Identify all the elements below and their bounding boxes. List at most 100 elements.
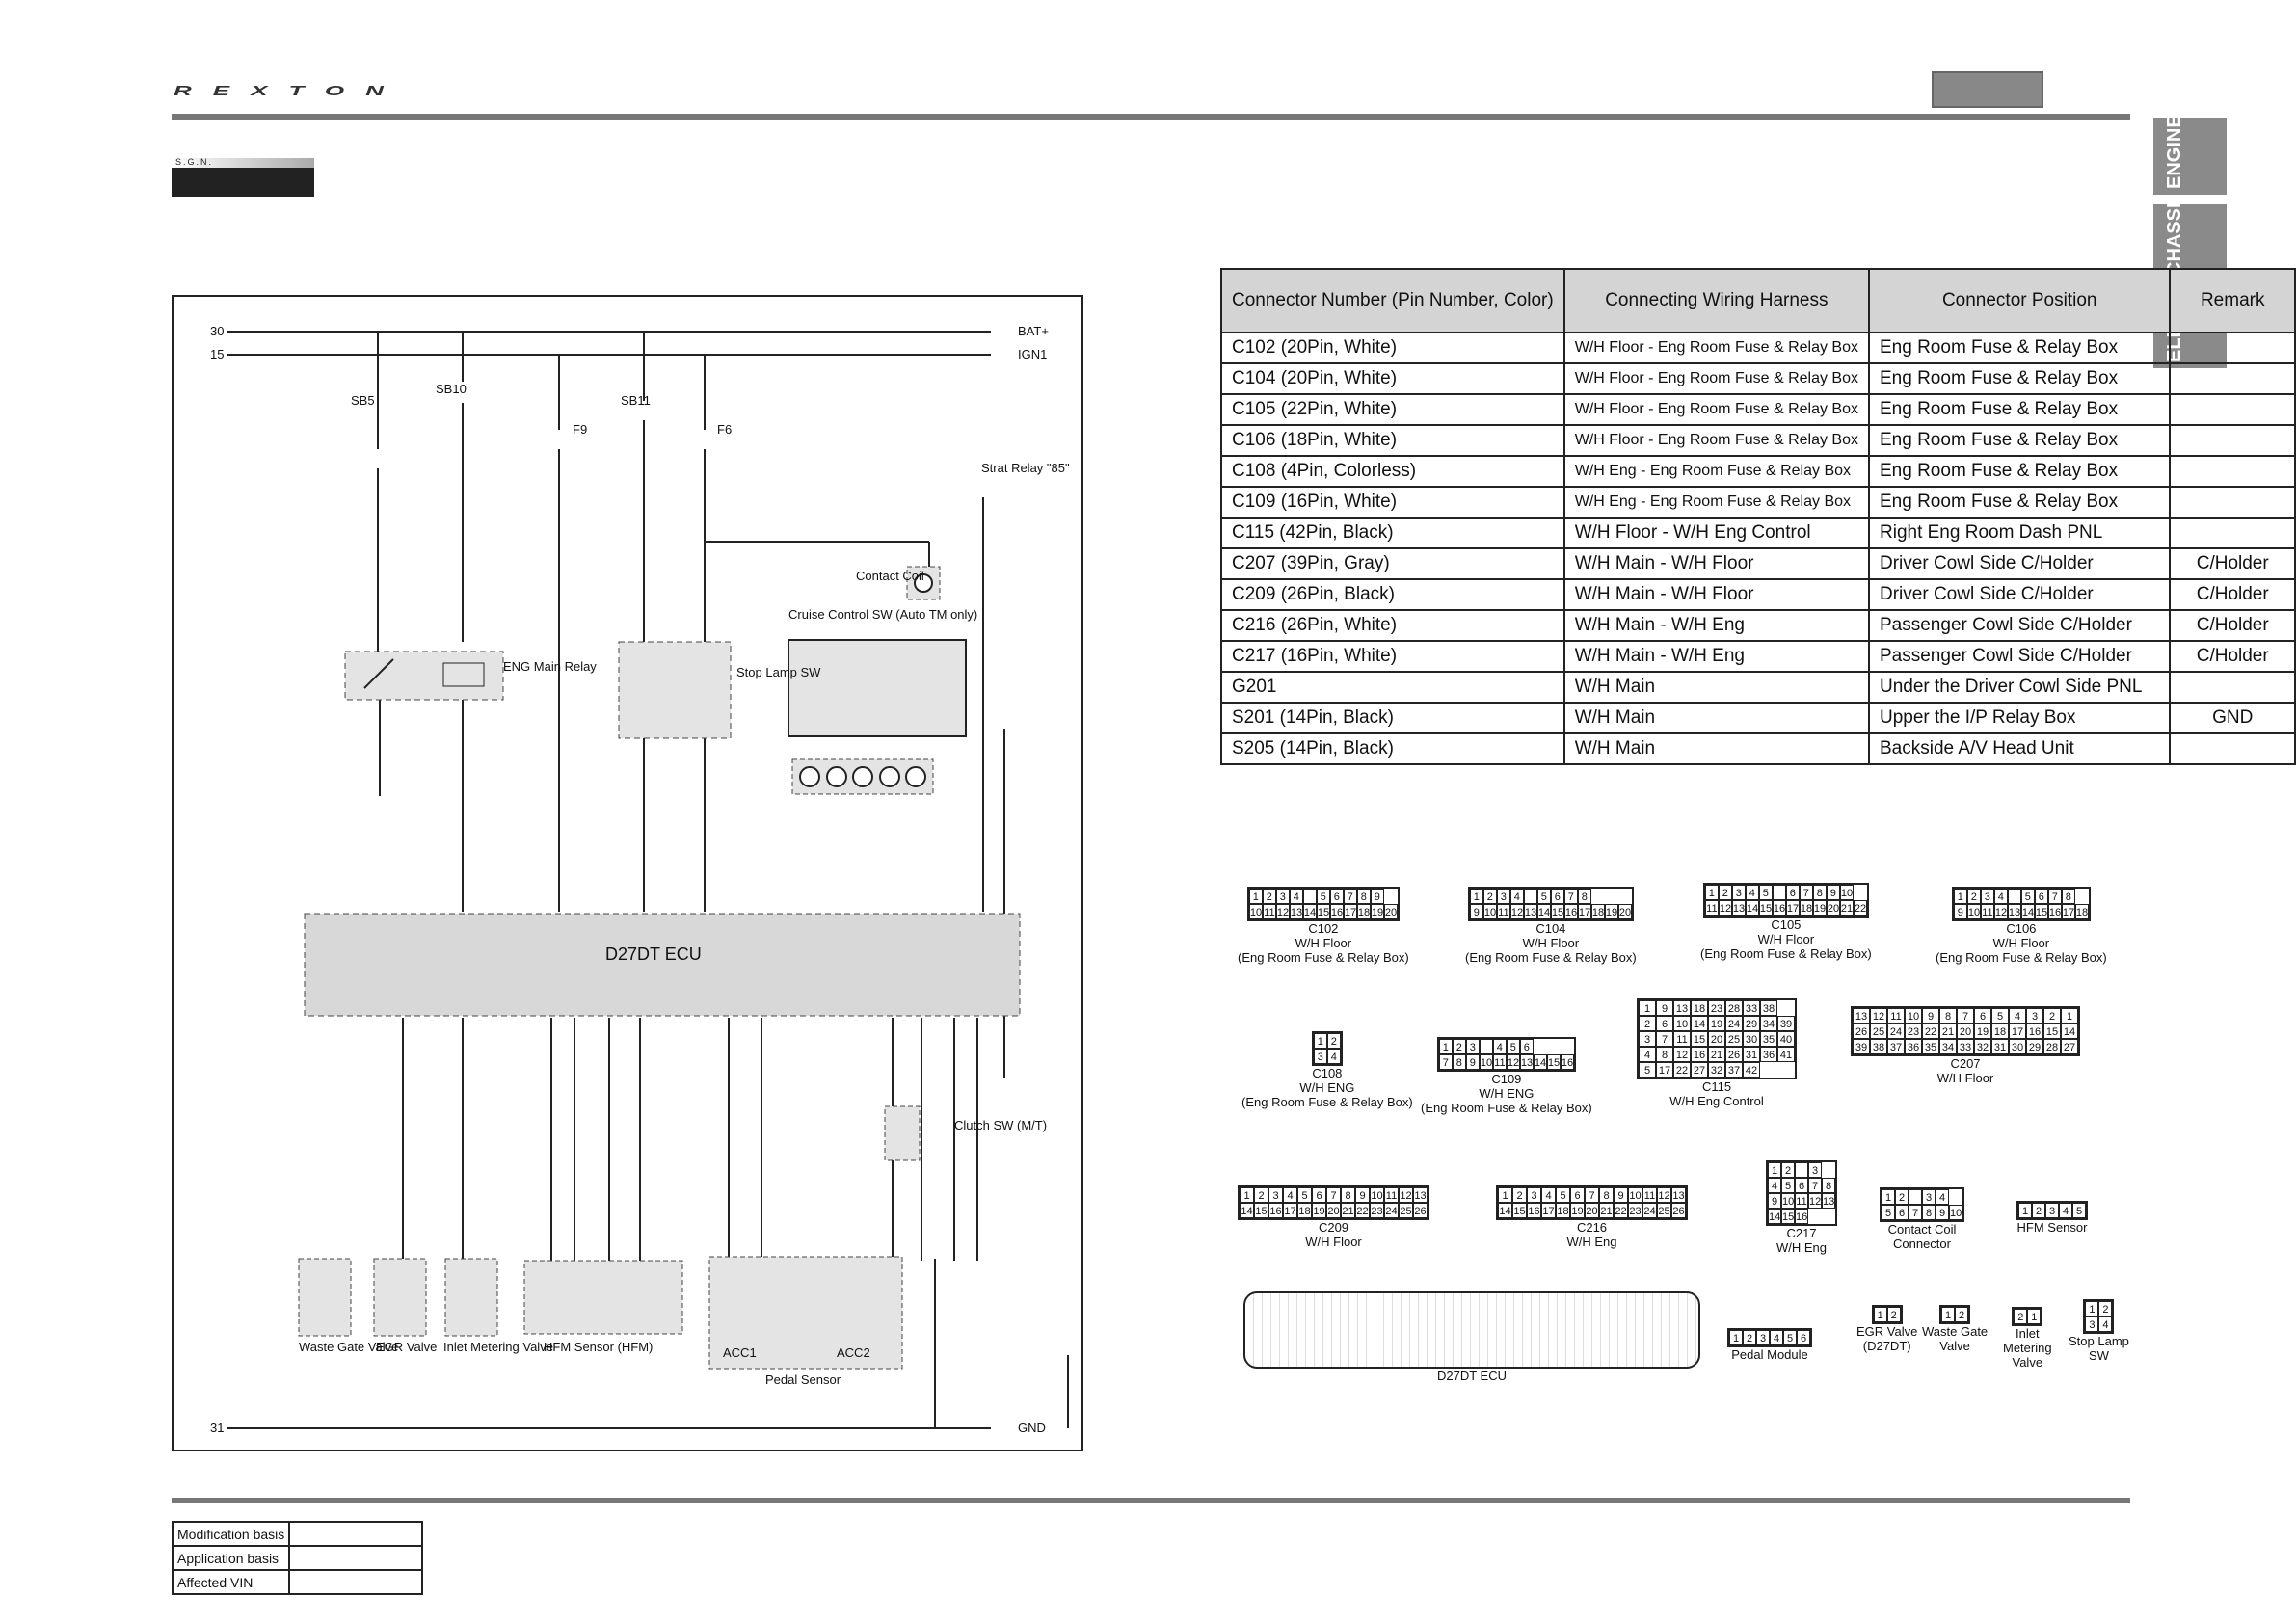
pin: 19: [1812, 900, 1827, 916]
cell-remark: [2169, 455, 2296, 488]
connector-face-sub: W/H ENG: [1479, 1086, 1535, 1101]
pin: 22: [1355, 1203, 1370, 1218]
connector-face-pos: Valve: [2012, 1355, 2043, 1370]
pin: 18: [1991, 1024, 2009, 1039]
pin: 7: [1563, 889, 1578, 904]
pin: [1795, 1162, 1808, 1178]
connector-face-title: C115: [1701, 1079, 1732, 1094]
pin: 20: [1708, 1031, 1725, 1047]
rail-30-label: 30: [210, 324, 224, 338]
cell-position: Driver Cowl Side C/Holder: [1867, 547, 2172, 580]
connector-face-ecu: D27DT ECU: [1243, 1291, 1700, 1383]
connector-face-title: C108: [1312, 1066, 1343, 1080]
cell-remark: C/Holder: [2169, 547, 2296, 580]
pin: 28: [2043, 1039, 2061, 1054]
pin: 15: [1758, 900, 1773, 916]
pin: 29: [1743, 1016, 1760, 1031]
pin: 8: [1812, 885, 1827, 900]
connector-face-pos: (Eng Room Fuse & Relay Box): [1421, 1101, 1592, 1115]
pin: 22: [1614, 1203, 1628, 1218]
pin: 18: [2074, 904, 2089, 919]
pin: 6: [1785, 885, 1800, 900]
pin: 1: [1248, 889, 1263, 904]
cell-connector: C216 (26Pin, White): [1220, 609, 1565, 642]
pin: 3: [1808, 1162, 1822, 1178]
pin: 18: [1799, 900, 1813, 916]
cell-harness: W/H Floor - W/H Eng Control: [1562, 517, 1871, 549]
pin: 3: [1465, 1039, 1480, 1054]
cell-remark: [2169, 424, 2296, 457]
pin: 3: [1756, 1330, 1770, 1345]
pin: 16: [1795, 1209, 1808, 1224]
comp-waste-gate: Waste Gate Valve: [299, 1340, 398, 1354]
pin: 11: [1642, 1187, 1657, 1203]
side-tab-engine[interactable]: ENGINE: [2153, 118, 2227, 195]
pin: 18: [1691, 1000, 1708, 1016]
pin: 26: [1413, 1203, 1428, 1218]
pin: 2: [1955, 1307, 1969, 1322]
cell-position: Right Eng Room Dash PNL: [1867, 517, 2172, 549]
pin: 5: [1536, 889, 1551, 904]
pin: 10: [1628, 1187, 1642, 1203]
pin: 8: [1452, 1054, 1466, 1070]
pin: 10: [1839, 885, 1854, 900]
cell-harness: W/H Floor - Eng Room Fuse & Relay Box: [1562, 424, 1871, 457]
pin: 4: [2009, 1008, 2026, 1024]
brand-logo: REXTON: [174, 83, 405, 99]
pin: 3: [1639, 1031, 1656, 1047]
connector-face-sub: W/H Eng Control: [1669, 1094, 1764, 1108]
pin: 1: [1953, 889, 1967, 904]
pin: 21: [1939, 1024, 1957, 1039]
rail-31-label: 31: [210, 1421, 224, 1435]
pin: 2: [1886, 1307, 1901, 1322]
pin: 2: [1895, 1189, 1909, 1205]
top-rule: [172, 114, 2130, 120]
pin: 6: [1570, 1187, 1585, 1203]
cell-harness: W/H Eng - Eng Room Fuse & Relay Box: [1562, 486, 1871, 519]
pin: 2: [2098, 1301, 2113, 1317]
pin: 1: [1729, 1330, 1743, 1345]
pin: 3: [1313, 1049, 1327, 1064]
cell-connector: C105 (22Pin, White): [1220, 393, 1565, 426]
pin: 12: [1657, 1187, 1671, 1203]
connector-face-title: Waste Gate: [1922, 1324, 1989, 1339]
pin: 13: [2007, 904, 2021, 919]
pin: 20: [1383, 904, 1398, 919]
pin: 26: [1671, 1203, 1686, 1218]
pin: 11: [1795, 1193, 1808, 1209]
cruise-name: Cruise Control SW (Auto TM only): [788, 607, 977, 622]
pin: 9: [1370, 889, 1384, 904]
pin: 6: [1795, 1178, 1808, 1193]
pin: 7: [2047, 889, 2062, 904]
pin: [2007, 889, 2021, 904]
pin: 29: [2026, 1039, 2043, 1054]
page-number-tab: [1932, 71, 2043, 108]
pin: 1: [1704, 885, 1719, 900]
pin: 11: [1496, 904, 1510, 919]
pin: 38: [1760, 1000, 1777, 1016]
strat-relay-label: Strat Relay "85": [981, 461, 1070, 475]
pin: 13: [1523, 904, 1537, 919]
pin: 41: [1777, 1047, 1795, 1062]
pin: 8: [1922, 1205, 1936, 1220]
pin: 32: [1974, 1039, 1991, 1054]
pin: 13: [1853, 1008, 1870, 1024]
pin: 8: [1356, 889, 1371, 904]
pin: 37: [1887, 1039, 1905, 1054]
pin: 3: [2085, 1317, 2099, 1332]
connector-row: C109 (16Pin, White)W/H Eng - Eng Room Fu…: [1220, 486, 2296, 519]
connector-face-sub: W/H Floor: [1295, 936, 1352, 950]
pin: 3: [1922, 1189, 1936, 1205]
connector-face-pos: (Eng Room Fuse & Relay Box): [1936, 950, 2107, 965]
pin: 22: [1922, 1024, 1939, 1039]
cell-remark: [2169, 517, 2296, 549]
pin: 14: [1240, 1203, 1254, 1218]
